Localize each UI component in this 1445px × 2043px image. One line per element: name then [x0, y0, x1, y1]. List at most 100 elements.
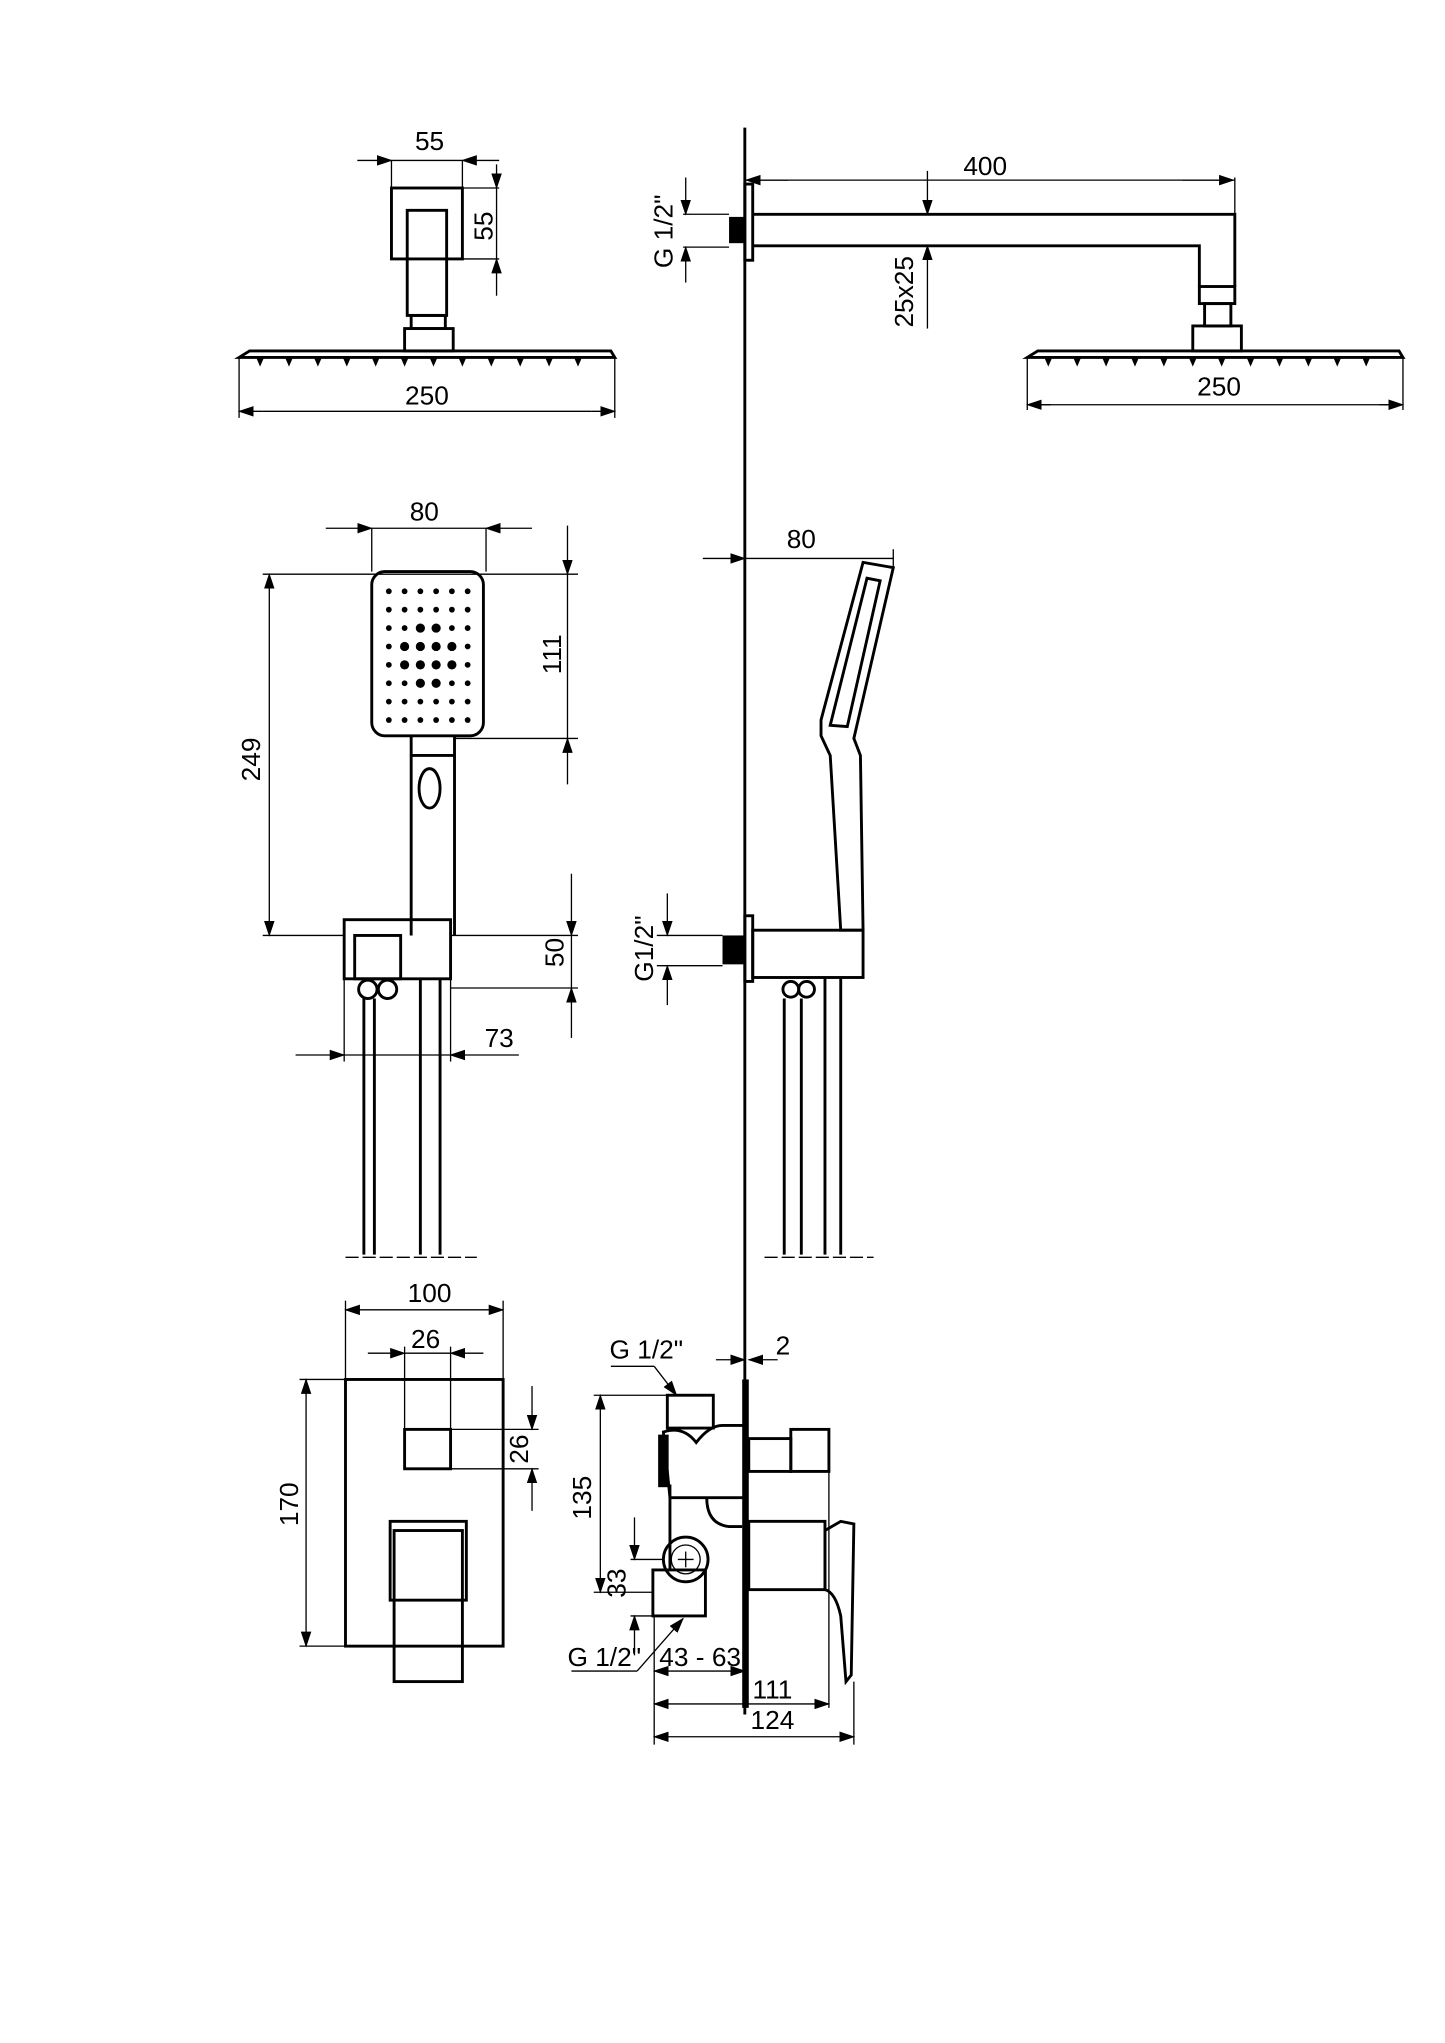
spray-nozzle-dot	[385, 625, 392, 631]
spray-nozzle-dot	[449, 606, 455, 613]
spray-nozzle-dot	[401, 588, 408, 595]
spray-nozzle-dot	[431, 660, 441, 670]
rain-shower-side-view: G 1/2" 400 25x25 250	[649, 151, 1406, 411]
hand-shower-front-view: 80 111 249 50 73	[236, 496, 578, 1258]
nozzle-icon	[1362, 357, 1371, 367]
spray-nozzle-dot	[464, 698, 471, 705]
spray-nozzle-dot	[449, 698, 455, 705]
nozzle-icon	[371, 357, 380, 367]
spray-nozzle-dot	[401, 606, 408, 613]
spray-nozzle-dot	[464, 625, 471, 631]
nozzle-icon	[487, 357, 496, 367]
dim-80-side: 80	[787, 524, 816, 554]
spray-nozzle-dot	[401, 625, 408, 631]
nozzle-icon	[342, 357, 351, 367]
dim-25x25: 25x25	[889, 256, 919, 328]
spray-nozzle-dot	[401, 717, 408, 723]
nozzle-icon	[1159, 357, 1168, 367]
dim-111-head: 111	[537, 634, 567, 674]
spray-nozzle-dot	[400, 641, 410, 652]
spray-nozzle-dot	[447, 660, 457, 670]
nozzle-icon	[1333, 357, 1342, 367]
spray-nozzle-dot	[464, 717, 471, 723]
spray-nozzle-dot	[449, 588, 455, 595]
spray-nozzle-dot	[417, 606, 424, 613]
nozzle-icon	[256, 357, 265, 367]
dim-26-width: 26	[411, 1324, 440, 1354]
spray-nozzle-dot	[431, 678, 441, 688]
spray-nozzle-dot	[464, 680, 471, 687]
spray-nozzle-dot	[447, 641, 457, 652]
spray-nozzle-dot	[433, 588, 440, 595]
spray-nozzle-dot	[400, 660, 410, 670]
spray-nozzle-dot	[431, 623, 441, 633]
nozzle-icon	[516, 357, 525, 367]
nozzle-icon	[458, 357, 467, 367]
spray-nozzle-dot	[464, 643, 471, 650]
spray-nozzle-dot	[415, 660, 425, 670]
spray-nozzle-dot	[385, 680, 392, 687]
dim-100: 100	[408, 1278, 452, 1308]
dim-55-width: 55	[415, 126, 444, 156]
nozzle-icon	[1304, 357, 1313, 367]
spray-nozzle-dot	[385, 717, 392, 723]
dim-249: 249	[236, 738, 266, 782]
dim-g12-middle: G1/2"	[629, 915, 659, 981]
nozzle-icon	[1246, 357, 1255, 367]
dim-g12-top: G 1/2"	[649, 195, 679, 269]
spray-nozzle-dot	[431, 641, 441, 652]
dim-400: 400	[963, 151, 1007, 181]
nozzle-icon	[429, 357, 438, 367]
spray-nozzle-dot	[449, 680, 455, 687]
spray-nozzle-dot	[433, 717, 440, 723]
spray-nozzle-dot	[401, 698, 408, 705]
nozzle-icon	[1131, 357, 1139, 367]
dim-g12-inlet-bottom: G 1/2"	[567, 1642, 641, 1672]
dim-250-left: 250	[405, 381, 449, 411]
dim-135: 135	[567, 1476, 597, 1520]
nozzle-icon	[545, 357, 554, 367]
nozzle-icon	[1217, 357, 1226, 367]
dim-g12-inlet-top: G 1/2"	[610, 1334, 684, 1364]
nozzle-icon	[1102, 357, 1111, 367]
nozzle-icon	[1044, 357, 1053, 367]
spray-nozzle-dot	[415, 678, 425, 688]
mixer-plate-front-view: 100 26 26 170	[274, 1278, 539, 1684]
rain-shower-front-view: 55 55 250	[234, 126, 618, 418]
spray-nozzle-dot	[415, 641, 425, 652]
spray-nozzle-dot	[385, 661, 392, 668]
spray-nozzle-dot	[385, 698, 392, 705]
dim-50: 50	[540, 938, 570, 967]
nozzle-icon	[313, 357, 322, 367]
dim-111-mixer: 111	[752, 1675, 792, 1705]
spray-nozzle-dot	[449, 625, 455, 631]
dim-43-63: 43 - 63	[659, 1642, 741, 1672]
spray-nozzle-dot	[401, 680, 408, 687]
spray-nozzle-dot	[433, 698, 440, 705]
spray-nozzle-dot	[464, 661, 471, 668]
dim-2: 2	[776, 1331, 791, 1361]
dim-33: 33	[601, 1568, 631, 1597]
nozzle-icon	[285, 357, 293, 367]
spray-nozzle-dot	[417, 717, 424, 723]
spray-nozzle-dot	[417, 698, 424, 705]
hand-shower-side-view: G1/2" 80	[629, 524, 896, 1258]
nozzle-icon	[400, 357, 409, 367]
mixer-side-view: G 1/2" 2 135 33 G 1/2" 43 - 63 111 124	[567, 1331, 856, 1745]
dim-170: 170	[274, 1482, 304, 1526]
spray-nozzle-dot	[449, 717, 455, 723]
dim-80-front: 80	[410, 496, 439, 526]
spray-nozzle-dot	[385, 588, 392, 595]
spray-nozzle-dot	[464, 588, 471, 595]
nozzle-icon	[1275, 357, 1284, 367]
dim-73: 73	[485, 1023, 514, 1053]
spray-nozzle-dot	[433, 606, 440, 613]
dim-250-right: 250	[1197, 372, 1241, 402]
spray-nozzle-dot	[415, 623, 425, 633]
spray-nozzle-dot	[385, 606, 392, 613]
nozzle-icon	[1073, 357, 1082, 367]
dim-55-height: 55	[469, 211, 499, 240]
nozzle-icon	[574, 357, 582, 367]
spray-nozzle-dot	[417, 588, 424, 595]
